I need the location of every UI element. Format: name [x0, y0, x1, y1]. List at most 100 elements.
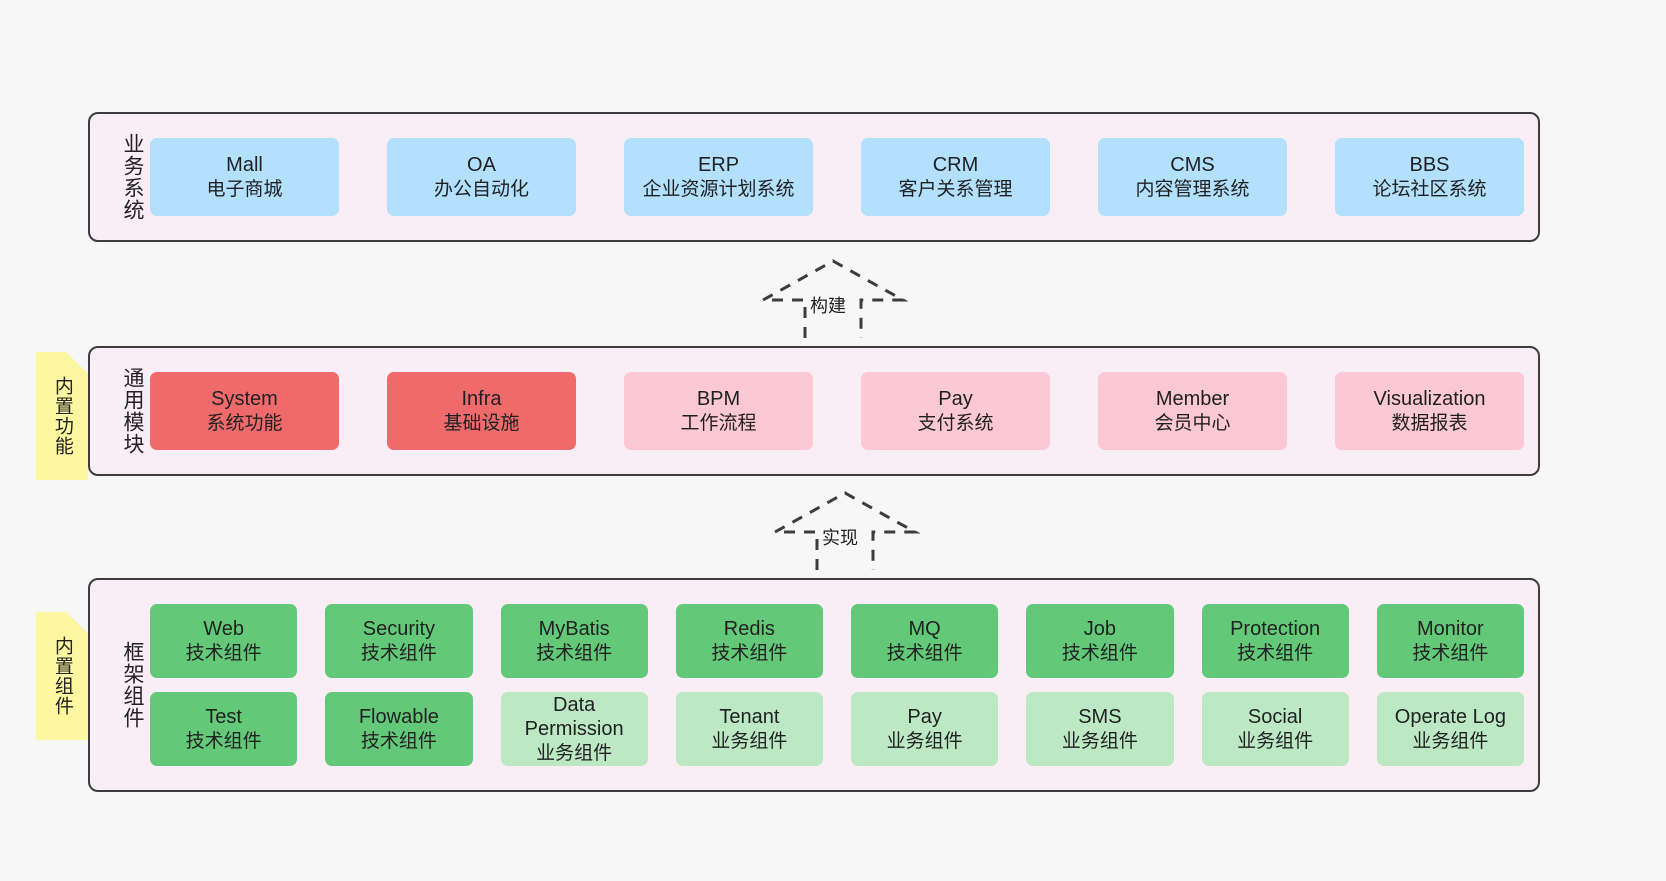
card-title: Member — [1155, 388, 1230, 411]
card-title: ERP — [697, 154, 740, 177]
sticky-note-builtin-components: 内置组件 — [36, 612, 88, 740]
card-title: Web — [203, 618, 244, 641]
card-subtitle: 技术组件 — [1412, 642, 1489, 664]
card-subtitle: 业务组件 — [536, 742, 613, 764]
card-subtitle: 技术组件 — [185, 730, 262, 752]
cards-area-business-systems: Mall 电子商城 OA 办公自动化 ERP 企业资源计划系统 CRM 客户关系… — [144, 114, 1538, 240]
cards-area-common-modules: System 系统功能 Infra 基础设施 BPM 工作流程 Pay 支付系统… — [144, 348, 1538, 474]
card-title: BPM — [696, 388, 741, 411]
card-subtitle: 技术组件 — [536, 642, 613, 664]
card-social[interactable]: Social 业务组件 — [1201, 692, 1349, 766]
card-row: Web 技术组件 Security 技术组件 MyBatis 技术组件 Redi… — [150, 604, 1524, 678]
card-visualization[interactable]: Visualization 数据报表 — [1335, 372, 1524, 450]
card-title: Flowable — [358, 706, 439, 729]
card-row: System 系统功能 Infra 基础设施 BPM 工作流程 Pay 支付系统… — [150, 372, 1524, 450]
card-title: Redis — [723, 618, 775, 641]
layer-framework-components: 框架组件 Web 技术组件 Security 技术组件 MyBatis 技术组件… — [88, 578, 1540, 792]
card-crm[interactable]: CRM 客户关系管理 — [861, 138, 1050, 216]
card-pay[interactable]: Pay 支付系统 — [861, 372, 1050, 450]
card-title: Job — [1083, 618, 1116, 641]
card-oa[interactable]: OA 办公自动化 — [387, 138, 576, 216]
card-title: Monitor — [1417, 618, 1484, 641]
card-subtitle: 业务组件 — [1412, 730, 1489, 752]
card-erp[interactable]: ERP 企业资源计划系统 — [624, 138, 813, 216]
card-subtitle: 基础设施 — [443, 412, 520, 434]
card-title: Pay — [938, 388, 973, 411]
card-title: MQ — [908, 618, 941, 641]
card-title: BBS — [1409, 154, 1450, 177]
card-title: System — [211, 388, 278, 411]
card-title: CMS — [1170, 154, 1215, 177]
card-title: Visualization — [1373, 388, 1486, 411]
card-subtitle: 内容管理系统 — [1135, 178, 1250, 200]
card-protection[interactable]: Protection 技术组件 — [1201, 604, 1349, 678]
card-subtitle: 技术组件 — [1237, 642, 1314, 664]
card-infra[interactable]: Infra 基础设施 — [387, 372, 576, 450]
cards-area-framework-components: Web 技术组件 Security 技术组件 MyBatis 技术组件 Redi… — [144, 580, 1538, 790]
card-subtitle: 技术组件 — [360, 642, 437, 664]
card-mq[interactable]: MQ 技术组件 — [851, 604, 999, 678]
card-monitor[interactable]: Monitor 技术组件 — [1376, 604, 1524, 678]
connector-build-label: 构建 — [807, 292, 849, 318]
card-title: Data Permission — [524, 694, 624, 741]
card-title: SMS — [1078, 706, 1122, 729]
card-system[interactable]: System 系统功能 — [150, 372, 339, 450]
card-sms[interactable]: SMS 业务组件 — [1026, 692, 1174, 766]
card-title: MyBatis — [538, 618, 610, 641]
card-row: Test 技术组件 Flowable 技术组件 Data Permission … — [150, 692, 1524, 766]
card-web[interactable]: Web 技术组件 — [150, 604, 298, 678]
card-subtitle: 业务组件 — [711, 730, 788, 752]
card-security[interactable]: Security 技术组件 — [325, 604, 473, 678]
connector-implement-label: 实现 — [819, 524, 861, 550]
card-data-permission[interactable]: Data Permission 业务组件 — [500, 692, 648, 766]
card-subtitle: 数据报表 — [1391, 412, 1468, 434]
card-title: Security — [362, 618, 435, 641]
connector-build: 构建 — [757, 256, 909, 346]
card-subtitle: 论坛社区系统 — [1372, 178, 1487, 200]
card-subtitle: 业务组件 — [1237, 730, 1314, 752]
card-redis[interactable]: Redis 技术组件 — [675, 604, 823, 678]
card-subtitle: 系统功能 — [206, 412, 283, 434]
card-title: Tenant — [719, 706, 780, 729]
implement-arrow-icon — [769, 491, 921, 570]
card-subtitle: 技术组件 — [360, 730, 437, 752]
card-title: Pay — [907, 706, 942, 729]
card-subtitle: 技术组件 — [1061, 642, 1138, 664]
card-subtitle: 业务组件 — [1061, 730, 1138, 752]
card-subtitle: 企业资源计划系统 — [642, 178, 795, 200]
card-flowable[interactable]: Flowable 技术组件 — [325, 692, 473, 766]
card-subtitle: 办公自动化 — [433, 178, 529, 200]
card-test[interactable]: Test 技术组件 — [150, 692, 298, 766]
card-pay-business[interactable]: Pay 业务组件 — [851, 692, 999, 766]
card-subtitle: 业务组件 — [886, 730, 963, 752]
card-title: Infra — [461, 388, 502, 411]
card-mall[interactable]: Mall 电子商城 — [150, 138, 339, 216]
layer-title-framework-components: 框架组件 — [121, 641, 144, 729]
card-row: Mall 电子商城 OA 办公自动化 ERP 企业资源计划系统 CRM 客户关系… — [150, 138, 1524, 216]
card-title: CRM — [932, 154, 979, 177]
build-arrow-icon — [757, 259, 909, 338]
card-operate-log[interactable]: Operate Log 业务组件 — [1376, 692, 1524, 766]
card-bpm[interactable]: BPM 工作流程 — [624, 372, 813, 450]
layer-title-common-modules: 通用模块 — [121, 367, 144, 455]
card-job[interactable]: Job 技术组件 — [1026, 604, 1174, 678]
card-cms[interactable]: CMS 内容管理系统 — [1098, 138, 1287, 216]
connector-implement: 实现 — [769, 488, 921, 578]
card-mybatis[interactable]: MyBatis 技术组件 — [500, 604, 648, 678]
card-bbs[interactable]: BBS 论坛社区系统 — [1335, 138, 1524, 216]
layer-common-modules: 通用模块 System 系统功能 Infra 基础设施 BPM 工作流程 Pay… — [88, 346, 1540, 476]
card-title: Operate Log — [1394, 706, 1506, 729]
card-member[interactable]: Member 会员中心 — [1098, 372, 1287, 450]
card-title: Protection — [1230, 618, 1321, 641]
card-subtitle: 电子商城 — [206, 178, 283, 200]
card-subtitle: 会员中心 — [1154, 412, 1231, 434]
card-subtitle: 工作流程 — [680, 412, 757, 434]
card-tenant[interactable]: Tenant 业务组件 — [675, 692, 823, 766]
card-title: OA — [467, 154, 496, 177]
layer-business-systems: 业务系统 Mall 电子商城 OA 办公自动化 ERP 企业资源计划系统 CRM… — [88, 112, 1540, 242]
card-subtitle: 技术组件 — [886, 642, 963, 664]
card-subtitle: 技术组件 — [185, 642, 262, 664]
card-title: Mall — [226, 154, 263, 177]
card-subtitle: 客户关系管理 — [898, 178, 1013, 200]
